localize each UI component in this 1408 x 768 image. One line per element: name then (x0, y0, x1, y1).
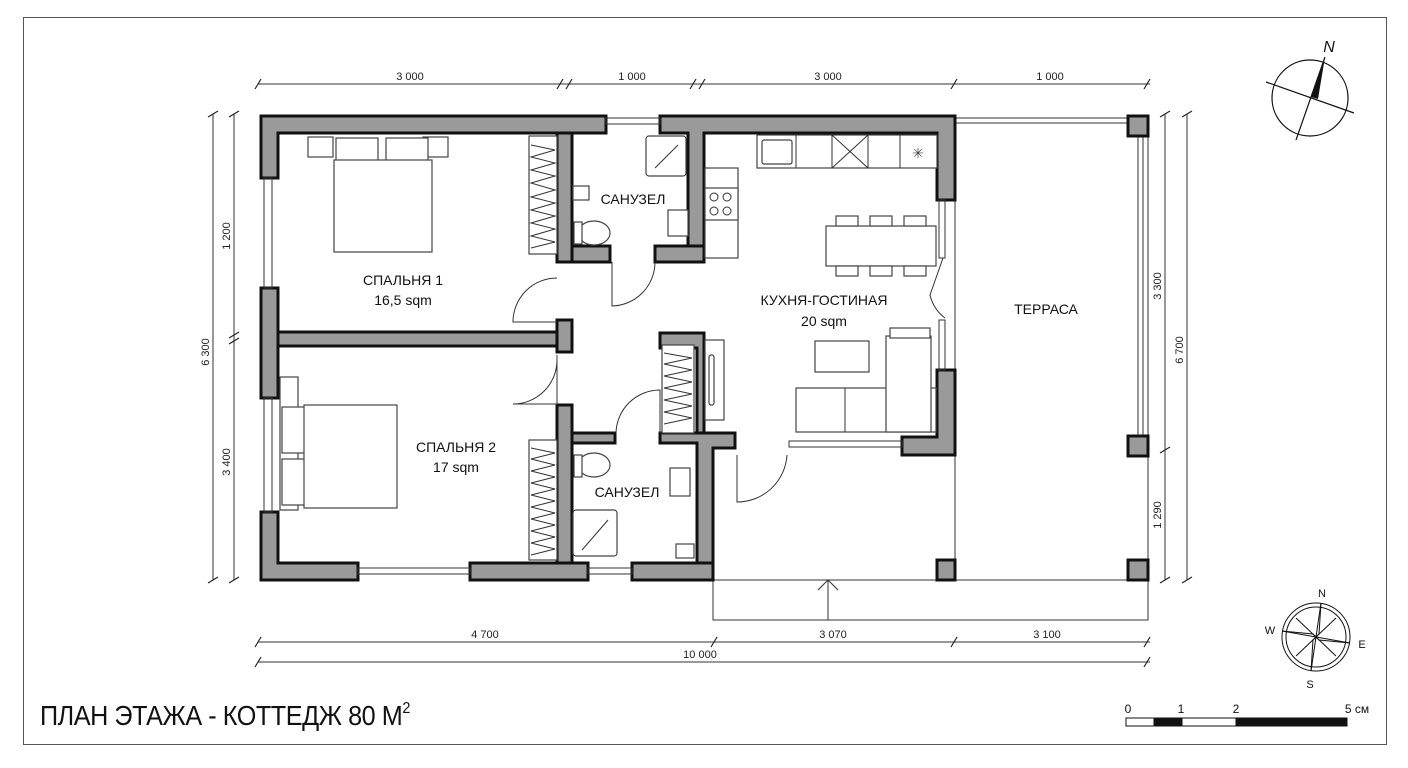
dim-top-1: 3 000 (396, 71, 424, 83)
windows (263, 117, 946, 575)
compass-w: W (1265, 625, 1276, 637)
dim-left-inner-2: 3 400 (221, 448, 233, 476)
dim-right-outer: 6 700 (1174, 336, 1186, 364)
dimension-left: 6 300 1 200 3 400 (200, 110, 240, 584)
scale-label-5: 5 см (1345, 702, 1369, 716)
north-arrow-icon: N (1265, 39, 1355, 141)
dimension-bottom: 4 700 3 070 3 100 10 000 (254, 629, 1151, 668)
north-label: N (1323, 39, 1335, 56)
dim-top-4: 1 000 (1036, 71, 1064, 83)
terrace-outline (712, 117, 1149, 621)
dim-bottom-2: 3 070 (819, 629, 847, 641)
room-bath1-name: САНУЗЕЛ (601, 191, 666, 207)
room-bedroom2-area: 17 sqm (433, 459, 479, 475)
dim-bottom-1: 4 700 (471, 629, 499, 641)
plan-title: ПЛАН ЭТАЖА - КОТТЕДЖ 80 М2 (40, 700, 410, 732)
scale-label-0: 0 (1125, 702, 1132, 716)
room-kitchen-area: 20 sqm (801, 313, 847, 329)
svg-text:✳: ✳ (912, 146, 924, 162)
walls (259, 114, 1150, 582)
plan-title-text: ПЛАН ЭТАЖА - КОТТЕДЖ 80 М (40, 700, 403, 731)
dimension-right: 3 300 1 290 6 700 (1152, 110, 1193, 584)
scale-bar: 0 1 2 5 см (1125, 702, 1369, 727)
dim-bottom-total: 10 000 (683, 649, 717, 661)
room-bedroom1-name: СПАЛЬНЯ 1 (363, 272, 443, 288)
scale-label-1: 1 (1178, 702, 1185, 716)
room-terrace-name: ТЕРРАСА (1014, 301, 1078, 317)
dim-top-2: 1 000 (618, 71, 646, 83)
room-kitchen-name: КУХНЯ-ГОСТИНАЯ (761, 292, 888, 308)
compass-s: S (1306, 679, 1313, 691)
doors (512, 257, 946, 503)
room-labels: СПАЛЬНЯ 1 16,5 sqm СПАЛЬНЯ 2 17 sqm САНУ… (363, 191, 1079, 500)
scale-label-2: 2 (1233, 702, 1240, 716)
plan-title-superscript: 2 (402, 700, 410, 717)
dim-right-inner-2: 1 290 (1152, 501, 1164, 529)
drawing-frame (23, 17, 1387, 745)
room-bedroom1-area: 16,5 sqm (374, 292, 432, 308)
dim-left-inner-1: 1 200 (221, 222, 233, 250)
dimension-top: 3 000 1 000 3 000 1 000 (254, 71, 1151, 90)
compass-n: N (1318, 588, 1326, 600)
furniture: ✳ (279, 134, 938, 561)
compass-rose-icon: N S E W (1265, 588, 1366, 691)
dim-left-outer: 6 300 (200, 338, 212, 366)
room-bedroom2-name: СПАЛЬНЯ 2 (416, 439, 496, 455)
compass-e: E (1358, 639, 1365, 651)
room-bath2-name: САНУЗЕЛ (595, 484, 660, 500)
dim-top-3: 3 000 (814, 71, 842, 83)
dim-right-inner-1: 3 300 (1152, 272, 1164, 300)
dim-bottom-3: 3 100 (1033, 629, 1061, 641)
